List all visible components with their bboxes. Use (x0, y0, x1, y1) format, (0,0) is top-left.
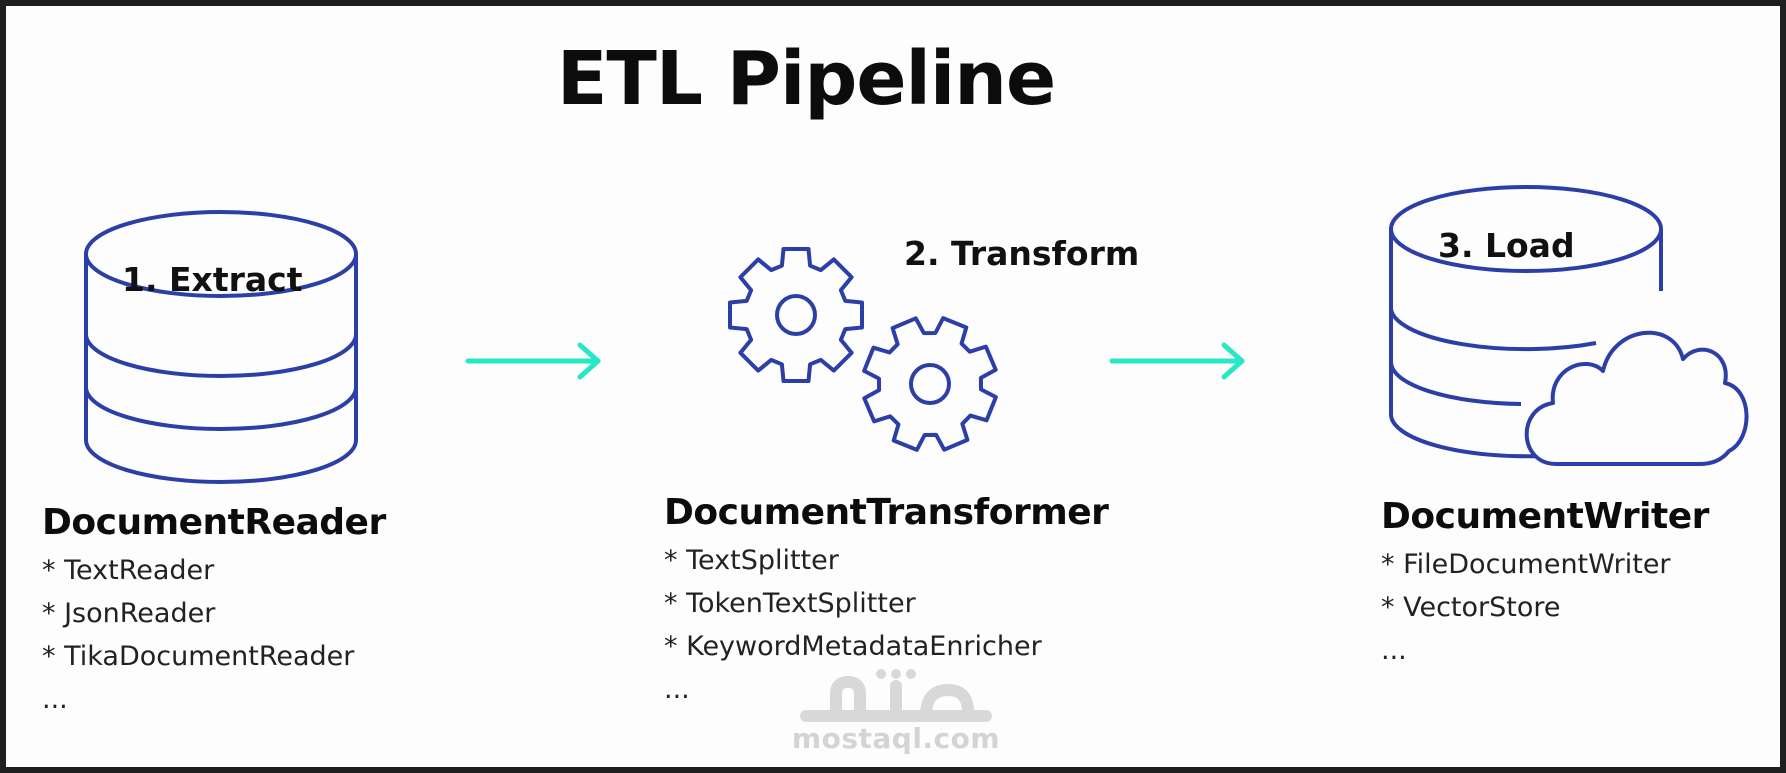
document-transformer-section: DocumentTransformer * TextSplitter * Tok… (664, 492, 1109, 711)
diagram-canvas: ETL Pipeline 1. Extract 2. Transform (6, 6, 1780, 767)
document-writer-section: DocumentWriter * FileDocumentWriter * Ve… (1381, 496, 1709, 672)
list-item: ... (664, 674, 690, 705)
section-heading: DocumentReader (42, 502, 386, 543)
watermark-logo-icon (800, 669, 992, 722)
list-item: * TikaDocumentReader (42, 641, 355, 672)
diagram-title: ETL Pipeline (556, 36, 1056, 122)
section-item-list: * FileDocumentWriter * VectorStore ... (1381, 543, 1709, 672)
stage-label-transform: 2. Transform (904, 234, 1140, 273)
arrow-right-icon (465, 342, 601, 380)
list-item: ... (42, 684, 68, 715)
section-item-list: * TextSplitter * TokenTextSplitter * Key… (664, 539, 1108, 711)
list-item: ... (1381, 635, 1407, 666)
list-item: * TokenTextSplitter (664, 588, 916, 619)
section-heading: DocumentWriter (1381, 496, 1709, 537)
list-item: * TextReader (42, 555, 215, 586)
arrow-right-icon (1109, 342, 1245, 380)
watermark-text: mostaql.com (791, 722, 1001, 755)
document-reader-section: DocumentReader * TextReader * JsonReader… (42, 502, 386, 721)
database-icon (84, 210, 358, 484)
stage-label-extract: 1. Extract (122, 260, 303, 299)
list-item: * KeywordMetadataEnricher (664, 631, 1042, 662)
section-heading: DocumentTransformer (664, 492, 1109, 533)
list-item: * TextSplitter (664, 545, 839, 576)
section-item-list: * TextReader * JsonReader * TikaDocument… (42, 549, 386, 721)
list-item: * FileDocumentWriter (1381, 549, 1671, 580)
list-item: * VectorStore (1381, 592, 1561, 623)
list-item: * JsonReader (42, 598, 216, 629)
database-cloud-icon (1389, 185, 1749, 466)
stage-label-load: 3. Load (1438, 226, 1575, 265)
gears-icon (728, 247, 1018, 472)
